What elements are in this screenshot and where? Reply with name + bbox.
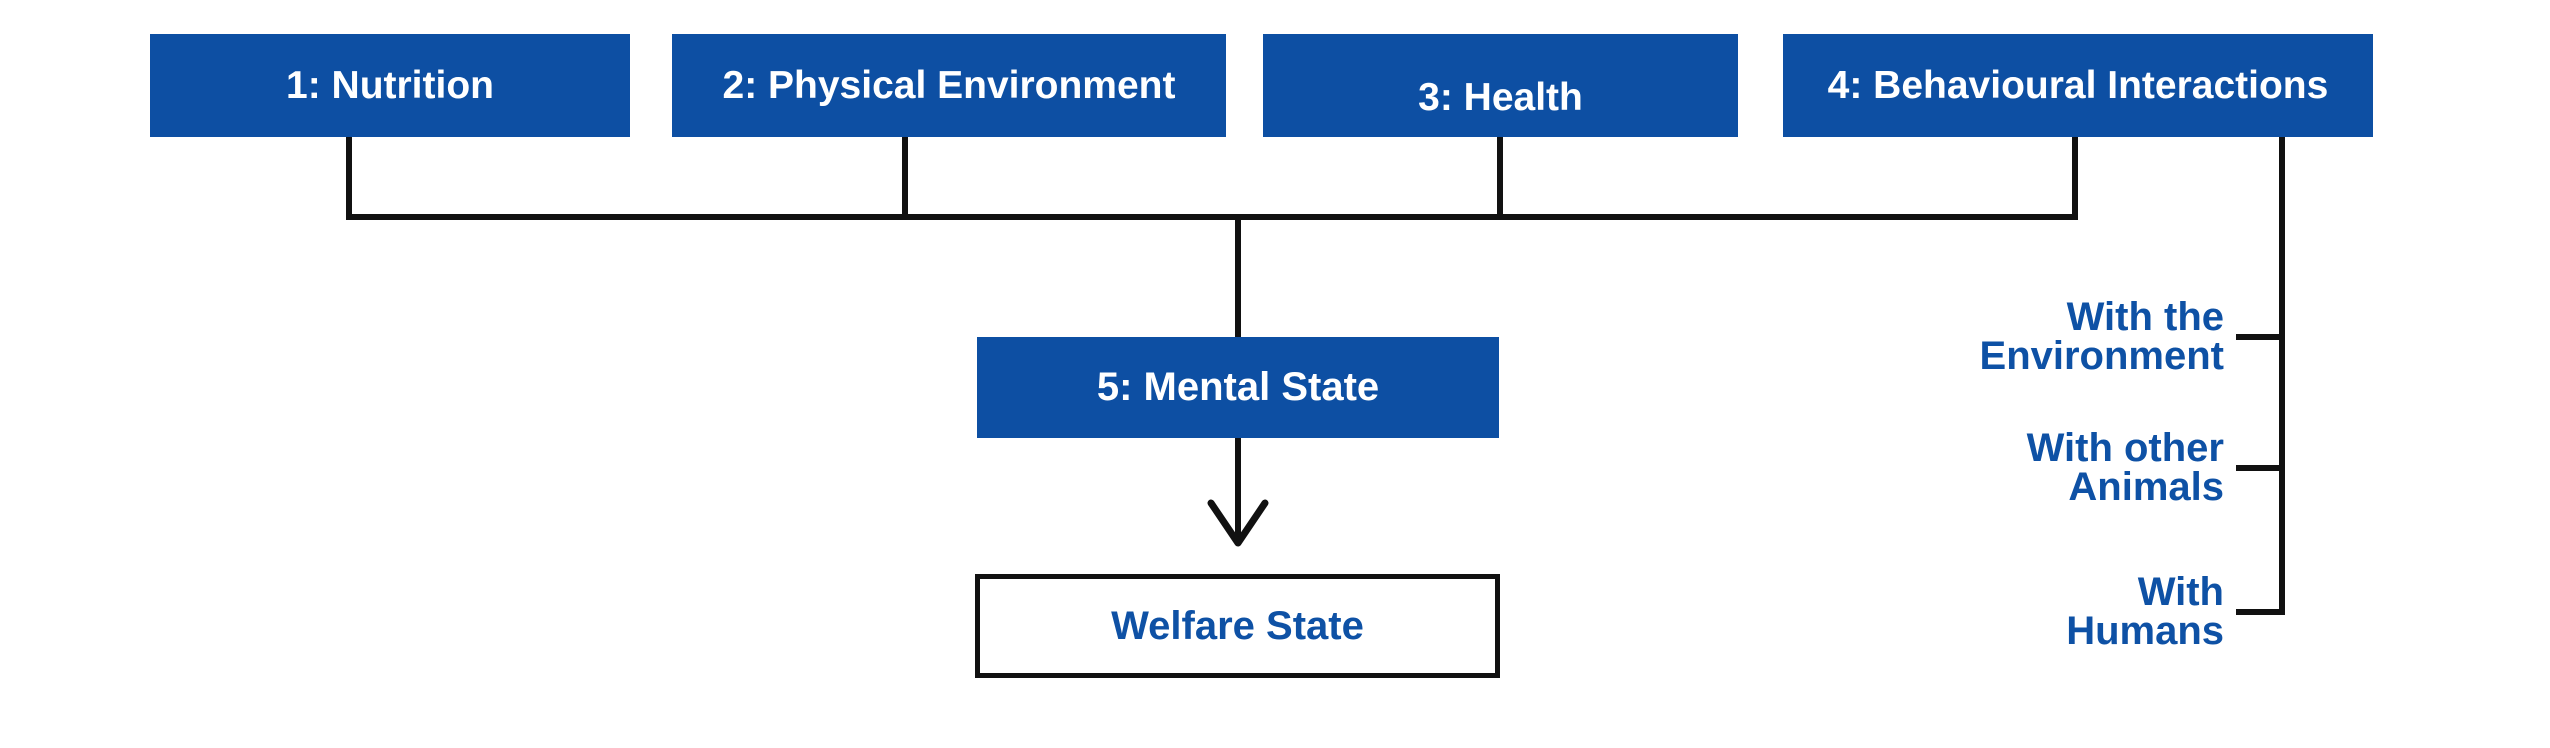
domain-box-health: 3: Health bbox=[1263, 34, 1738, 137]
sublabel-with-the-environment: With the Environment bbox=[1979, 295, 2224, 378]
bracket-vertical-line bbox=[2279, 137, 2285, 615]
mental-state-box-label: 5: Mental State bbox=[1096, 365, 1380, 409]
sublabel-with-humans-line2: Humans bbox=[2066, 609, 2224, 653]
connector-drop-nutrition bbox=[346, 137, 352, 220]
sublabel-with-other-animals: With other Animals bbox=[2026, 426, 2224, 509]
connector-drop-behavioural-interactions bbox=[2072, 137, 2078, 220]
connector-drop-physical-environment bbox=[902, 137, 908, 220]
sublabel-with-humans: With Humans bbox=[2066, 570, 2224, 653]
connector-bus-to-mental-state bbox=[1235, 214, 1241, 337]
welfare-state-box: Welfare State bbox=[975, 574, 1500, 678]
bracket-tick-environment bbox=[2236, 334, 2285, 340]
down-arrowhead-icon bbox=[1207, 499, 1269, 547]
domain-box-nutrition: 1: Nutrition bbox=[150, 34, 630, 137]
sublabel-with-other-animals-line2: Animals bbox=[2068, 465, 2224, 509]
arrow-shaft-mental-to-welfare bbox=[1235, 438, 1241, 545]
sublabel-with-humans-line1: With bbox=[2137, 570, 2224, 614]
connector-drop-health bbox=[1497, 137, 1503, 220]
bracket-tick-animals bbox=[2236, 465, 2285, 471]
domain-box-physical-environment: 2: Physical Environment bbox=[672, 34, 1226, 137]
domain-box-health-label: 3: Health bbox=[1418, 75, 1583, 119]
bracket-tick-humans bbox=[2236, 609, 2285, 615]
welfare-state-box-label: Welfare State bbox=[1111, 603, 1364, 648]
domain-box-nutrition-label: 1: Nutrition bbox=[286, 63, 494, 107]
sublabel-with-the-environment-line2: Environment bbox=[1979, 334, 2224, 378]
sublabel-with-other-animals-line1: With other bbox=[2026, 426, 2224, 470]
mental-state-box: 5: Mental State bbox=[977, 337, 1499, 438]
domain-box-behavioural-interactions: 4: Behavioural Interactions bbox=[1783, 34, 2373, 137]
domain-box-behavioural-interactions-label: 4: Behavioural Interactions bbox=[1827, 63, 2329, 107]
domain-box-physical-environment-label: 2: Physical Environment bbox=[722, 63, 1176, 107]
connector-bus bbox=[346, 214, 2078, 220]
sublabel-with-the-environment-line1: With the bbox=[2066, 295, 2224, 339]
